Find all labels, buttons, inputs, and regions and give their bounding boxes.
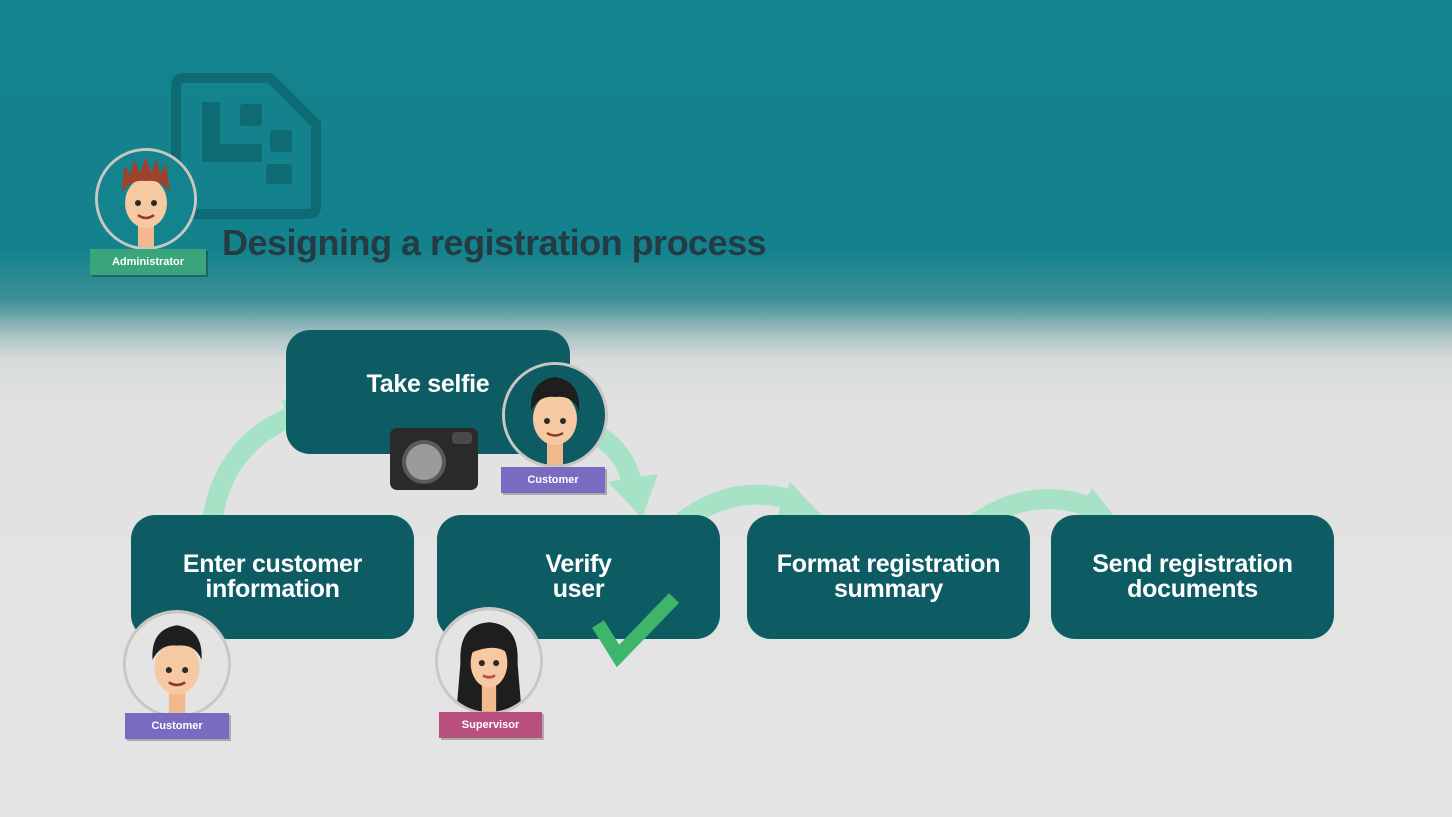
customer-enter-badge: Customer (125, 713, 229, 739)
step-enter-customer-information: Enter customer information (131, 515, 414, 639)
step-verify-label: Verify user (545, 550, 612, 603)
arrowhead-verify (608, 474, 658, 518)
step-send-label: Send registration documents (1092, 550, 1293, 603)
arrow-enter-to-selfie (202, 408, 293, 524)
step-send-registration-documents: Send registration documents (1051, 515, 1334, 639)
checkmark-icon (592, 593, 680, 668)
step-format-registration-summary: Format registration summary (747, 515, 1030, 639)
supervisor-badge: Supervisor (439, 712, 542, 738)
step-take-selfie-label: Take selfie (366, 369, 490, 398)
customer-selfie-avatar (502, 362, 608, 468)
step-enter-label: Enter customer information (182, 550, 363, 603)
arrowhead-format (774, 482, 826, 524)
customer-enter-avatar (123, 610, 231, 718)
administrator-badge: Administrator (90, 249, 206, 275)
camera-icon (390, 428, 478, 490)
customer-selfie-badge: Customer (501, 467, 605, 493)
supervisor-avatar (435, 607, 543, 715)
administrator-avatar (95, 148, 197, 250)
step-format-label: Format registration summary (776, 550, 1001, 603)
page-title: Designing a registration process (222, 222, 767, 263)
